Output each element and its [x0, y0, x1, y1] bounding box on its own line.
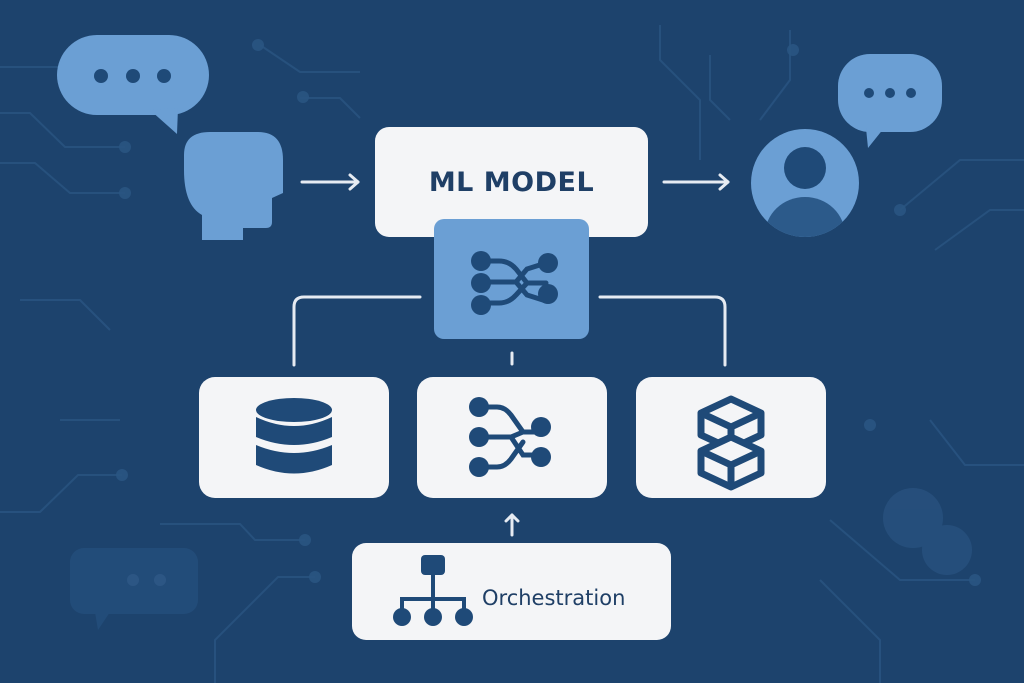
head-profile-icon — [184, 132, 283, 240]
hierarchy-icon — [393, 555, 473, 626]
faded-chat-icon — [70, 548, 198, 630]
chat-bubble-icon — [838, 54, 942, 148]
ml-model-card[interactable]: ML MODEL — [375, 127, 648, 237]
stacked-cubes-icon — [697, 395, 765, 491]
branching-flow-icon — [471, 251, 558, 315]
edge-router-to-data-store — [292, 295, 422, 367]
user-avatar-icon — [751, 129, 859, 237]
faded-chat-circles-icon — [883, 488, 972, 575]
containers-card[interactable] — [636, 377, 826, 498]
data-store-card[interactable] — [199, 377, 389, 498]
orchestration-label: Orchestration — [482, 586, 626, 610]
database-icon — [256, 398, 332, 474]
chat-bubble-icon — [57, 35, 209, 134]
orchestration-card[interactable]: Orchestration — [352, 543, 671, 640]
router-card[interactable] — [434, 219, 589, 339]
ml-model-label: ML MODEL — [428, 167, 595, 198]
edge-router-to-containers — [598, 295, 727, 367]
pipeline-card[interactable] — [417, 377, 607, 498]
branching-flow-icon — [469, 397, 551, 477]
